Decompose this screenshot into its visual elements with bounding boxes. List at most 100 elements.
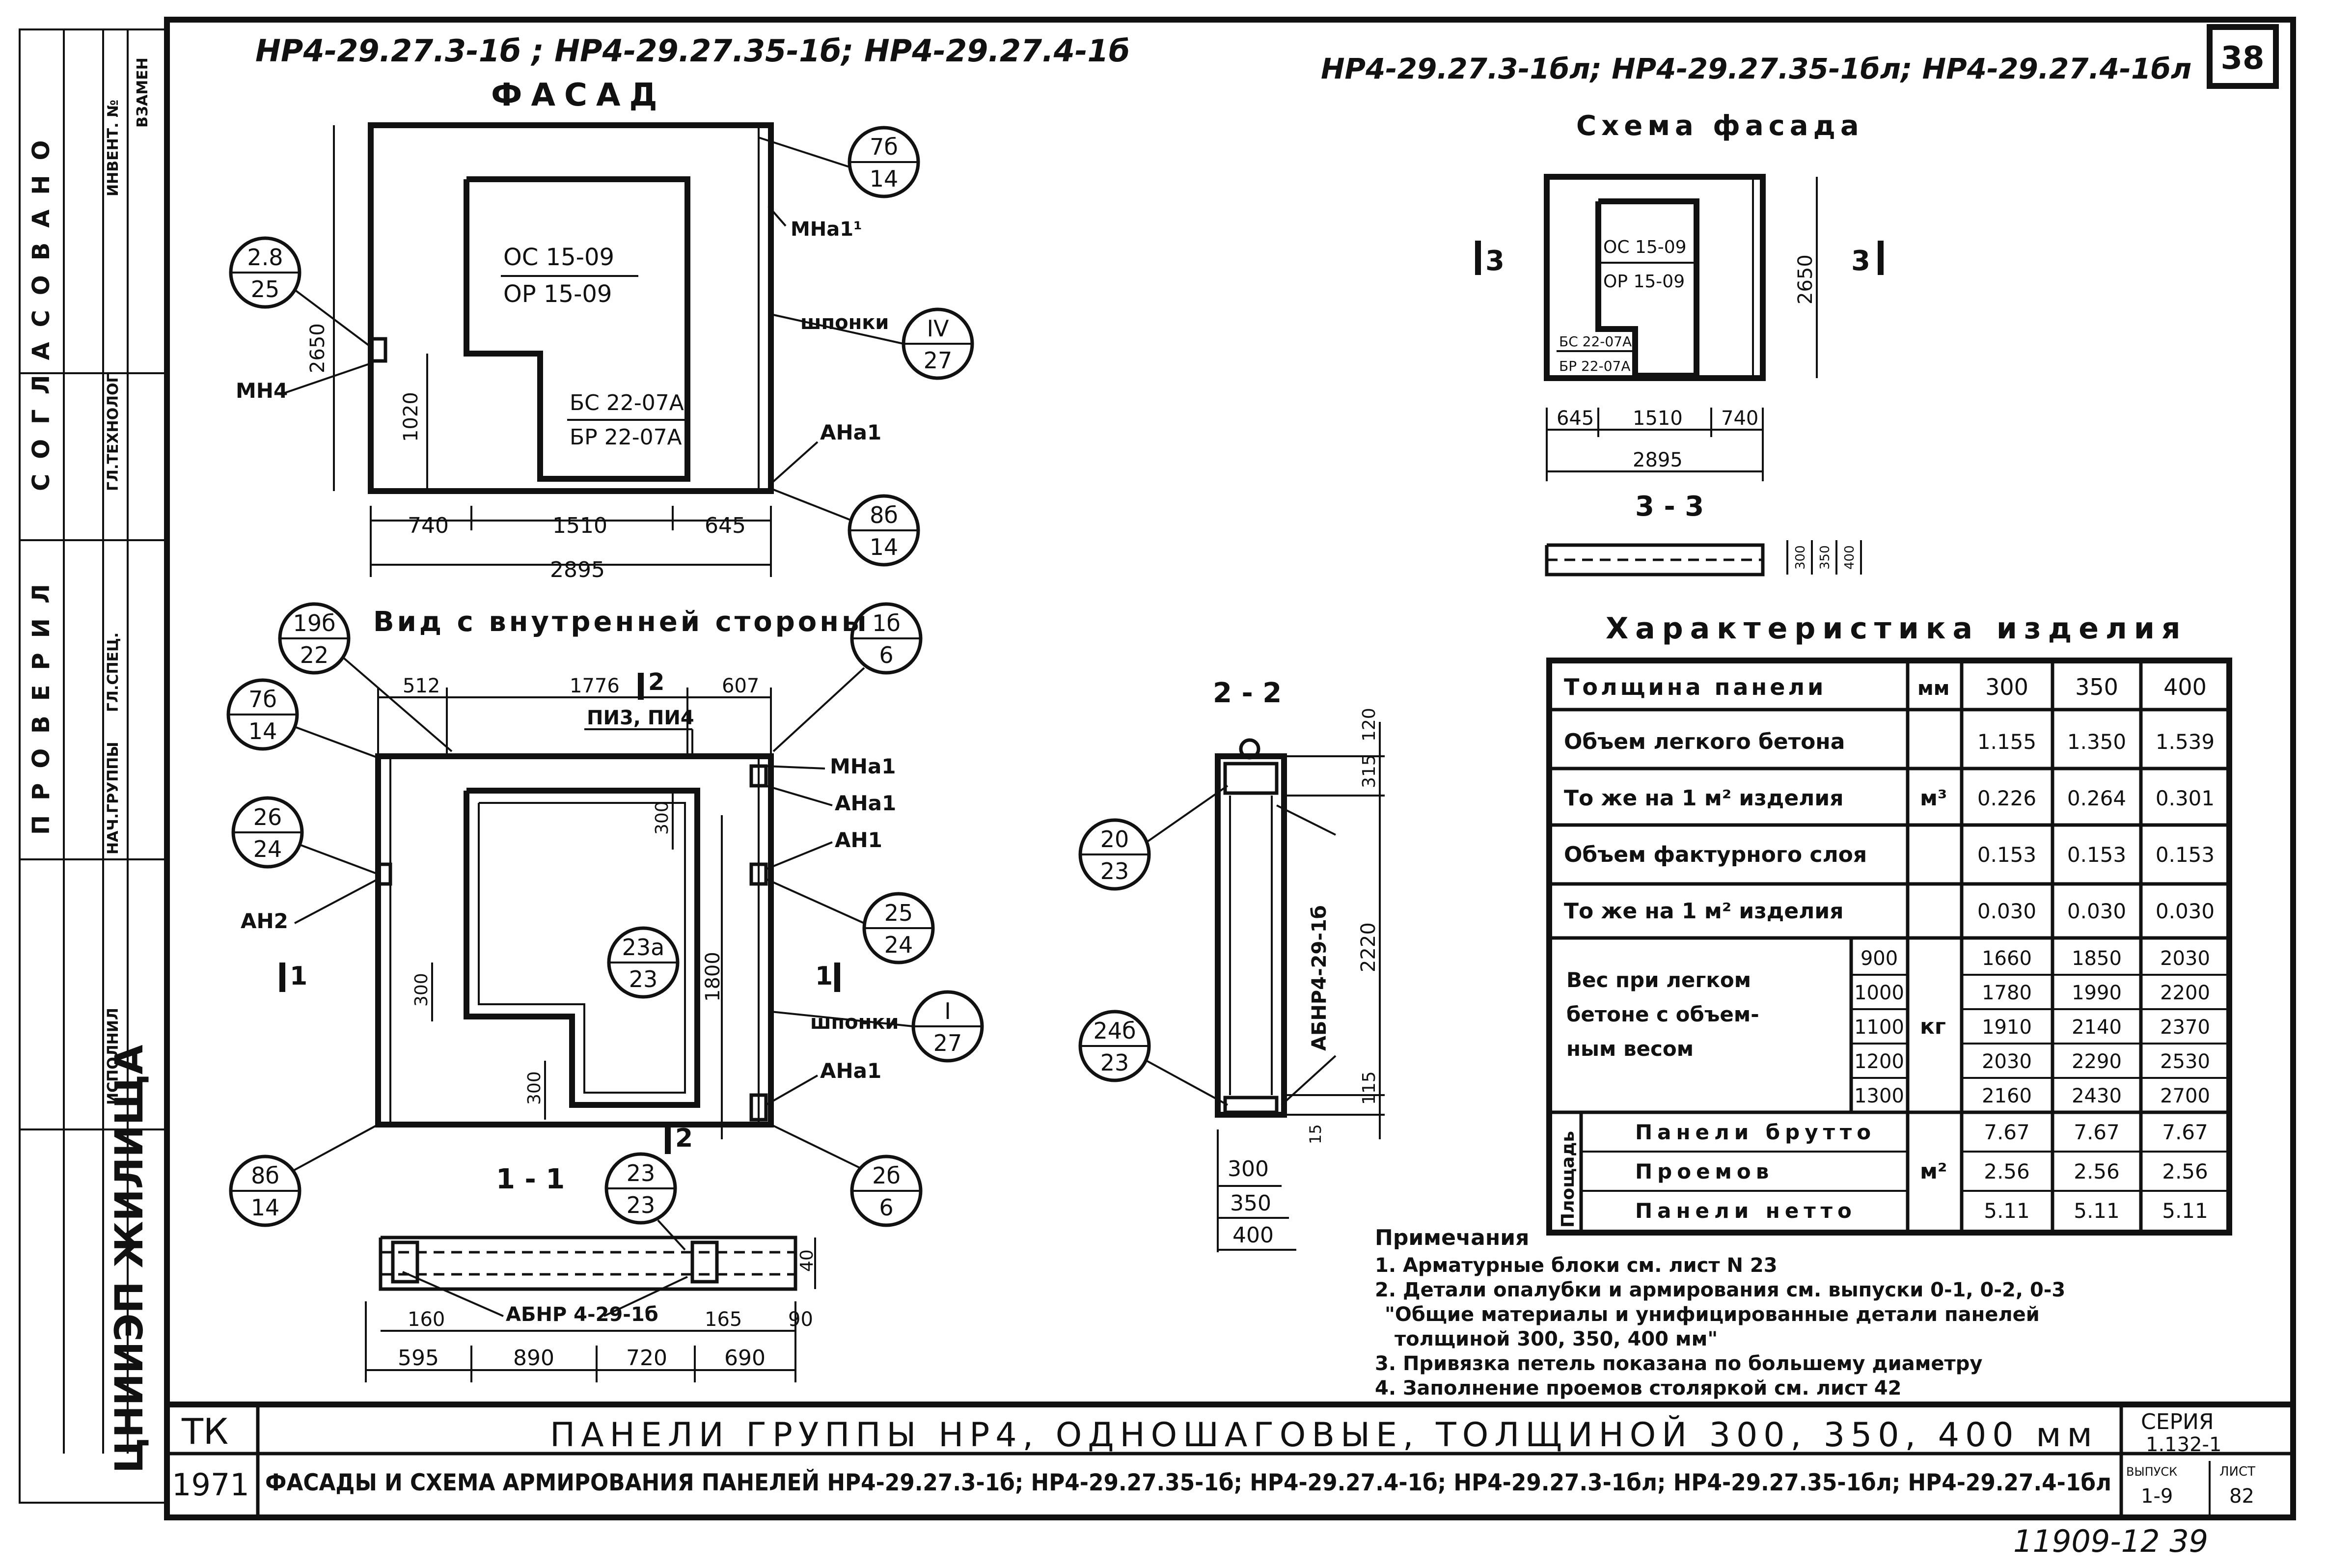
svg-text:1910: 1910	[1982, 1016, 2032, 1039]
section-1-1-dim-3: 690	[724, 1346, 766, 1371]
tb-main-title: ПАНЕЛИ ГРУППЫ НР4, ОДНОШАГОВЫЕ, ТОЛЩИНОЙ…	[550, 1415, 2098, 1455]
facade-dim-0: 740	[408, 513, 449, 538]
notes: Примечания 1. Арматурные блоки см. лист …	[1375, 1225, 2065, 1400]
tb-year: 1971	[172, 1467, 249, 1503]
tbl-head-0: Толщина панели	[1564, 674, 1826, 700]
inner-dim-300a: 300	[652, 801, 672, 835]
svg-text:14: 14	[870, 534, 899, 560]
callout-I-27: I 27	[770, 990, 984, 1063]
inner-dim-300b: 300	[411, 973, 432, 1007]
tb-series-value: 1.132-1	[2146, 1433, 2221, 1456]
section-2-2: 2 - 2 120 315 2220 115 15 АБНР4-29-1б 30…	[1078, 677, 1385, 1252]
svg-text:23а: 23а	[622, 934, 665, 961]
svg-text:20: 20	[1100, 826, 1129, 853]
tbl-head-4: 400	[2163, 674, 2207, 700]
page-number: 38	[2220, 40, 2264, 77]
svg-text:23: 23	[1100, 1049, 1129, 1076]
stamp-role-5: ВЗАМЕН	[134, 57, 151, 128]
section-2-2-rebar: АБНР4-29-1б	[1308, 905, 1331, 1051]
tbl-head-1: мм	[1917, 677, 1949, 700]
facade-sill-dim: 1020	[400, 392, 422, 442]
section-3-3-title: 3 - 3	[1635, 491, 1704, 523]
scheme-title: Схема фасада	[1576, 110, 1864, 142]
svg-text:14: 14	[251, 1194, 280, 1221]
tbl-weight-label-1: бетоне с объем-	[1566, 1002, 1759, 1026]
svg-text:2.8: 2.8	[247, 244, 283, 271]
inner-dim-300c: 300	[524, 1071, 545, 1105]
section-3-3-dim-2: 400	[1842, 545, 1857, 570]
svg-text:23: 23	[1100, 858, 1129, 884]
stamp-approval: СОГЛАСОВАНО	[27, 126, 55, 491]
svg-text:2030: 2030	[2160, 947, 2210, 970]
svg-text:23: 23	[627, 1192, 656, 1218]
note-5: 4. Заполнение проемов столяркой см. лист…	[1375, 1377, 1901, 1400]
tbl-weight-unit: кг	[1920, 1014, 1946, 1039]
inner-top-dim-1: 1776	[570, 675, 620, 697]
scheme-dim-2: 740	[1721, 407, 1758, 430]
svg-text:1000: 1000	[1854, 982, 1904, 1004]
svg-text:2030: 2030	[1982, 1050, 2032, 1073]
callout-25-24: 25 24	[766, 878, 935, 964]
tb-issue-value: 1-9	[2141, 1485, 2173, 1508]
section-2-2-thick-0: 300	[1228, 1156, 1269, 1182]
callout-26-24: 26 24	[231, 796, 379, 875]
facade-label-mna1: МНа1¹	[791, 218, 862, 241]
left-sheet-title: НР4-29.27.3-1б ; НР4-29.27.35-1б; НР4-29…	[255, 33, 1130, 69]
svg-text:22: 22	[300, 642, 329, 668]
svg-text:24: 24	[884, 932, 913, 958]
note-3: толщиной 300, 350, 400 мм"	[1395, 1328, 1718, 1350]
callout-23a-23: 23а 23	[607, 926, 680, 999]
section-2-2-dim-4: 15	[1306, 1124, 1325, 1144]
section-2-2-dim-2: 2220	[1357, 922, 1380, 972]
tbl-head-3: 350	[2075, 674, 2118, 700]
svg-text:24: 24	[253, 836, 282, 862]
svg-text:6: 6	[879, 1194, 893, 1221]
svg-text:19б: 19б	[293, 610, 336, 636]
svg-text:24б: 24б	[1094, 1018, 1136, 1044]
svg-text:2б: 2б	[872, 1162, 901, 1189]
callout-7b-14-facade: 7б 14	[758, 126, 920, 198]
svg-text:2.56: 2.56	[1984, 1159, 2030, 1183]
svg-text:27: 27	[933, 1030, 962, 1056]
callout-1b-6-top: 1б 6	[772, 602, 923, 752]
tbl-row0-unit: м³	[1920, 786, 1947, 811]
facade-door-code-2: БР 22-07А	[570, 425, 682, 450]
svg-text:23: 23	[627, 1160, 656, 1186]
svg-text:6: 6	[879, 642, 893, 668]
scheme-door-code-2: БР 22-07А	[1559, 358, 1631, 374]
svg-text:2700: 2700	[2160, 1085, 2210, 1107]
scheme-cut-left: 3	[1485, 245, 1505, 277]
callout-2b-6: 2б 6	[770, 1124, 923, 1227]
section-1-1-small-1: 165	[705, 1308, 742, 1331]
right-sheet-title: НР4-29.27.3-1бл; НР4-29.27.35-1бл; НР4-2…	[1321, 52, 2191, 85]
svg-text:1б: 1б	[872, 610, 901, 636]
stamp-role-0: НАЧ.ГРУППЫ	[105, 742, 122, 855]
callout-20-23: 20 23	[1078, 785, 1229, 891]
tb-sheet-value: 82	[2229, 1485, 2254, 1508]
svg-text:7б: 7б	[248, 686, 277, 713]
inner-dim-1800: 1800	[702, 952, 724, 1002]
svg-text:900: 900	[1861, 947, 1898, 970]
tb-series-label: СЕРИЯ	[2141, 1409, 2214, 1434]
inner-label-mna1: МНа1	[830, 754, 896, 778]
characteristics-table: Характеристика изделия Толщина панели мм…	[1546, 611, 2232, 1236]
section-1-1-dim-1: 890	[513, 1346, 554, 1371]
tb-sub-title: ФАСАДЫ И СХЕМА АРМИРОВАНИЯ ПАНЕЛЕЙ НР4-2…	[265, 1469, 2111, 1496]
section-1-1-small-2: 90	[788, 1308, 813, 1331]
tbl-weight-label-2: ным весом	[1566, 1037, 1694, 1061]
section-1-1-small-0: 160	[408, 1308, 445, 1331]
note-0: 1. Арматурные блоки см. лист N 23	[1375, 1254, 1778, 1277]
svg-text:7б: 7б	[870, 134, 898, 160]
tbl-row0-v2: 1.539	[2156, 730, 2215, 754]
svg-text:2290: 2290	[2072, 1050, 2122, 1073]
svg-text:Панели нетто: Панели нетто	[1635, 1199, 1857, 1223]
tbl-weight-label-0: Вес при легком	[1566, 968, 1751, 992]
svg-text:1200: 1200	[1854, 1050, 1904, 1073]
tbl-row3-label: То же на 1 м² изделия	[1564, 899, 1844, 924]
section-2-2-dim-0: 120	[1359, 708, 1379, 742]
inner-cut-2-bottom: 2	[675, 1124, 693, 1153]
svg-text:1100: 1100	[1854, 1016, 1904, 1039]
tbl-area-unit: м²	[1920, 1159, 1947, 1184]
facade-label-mn4: МН4	[236, 379, 288, 403]
inner-cut-1-left: 1	[290, 962, 307, 991]
